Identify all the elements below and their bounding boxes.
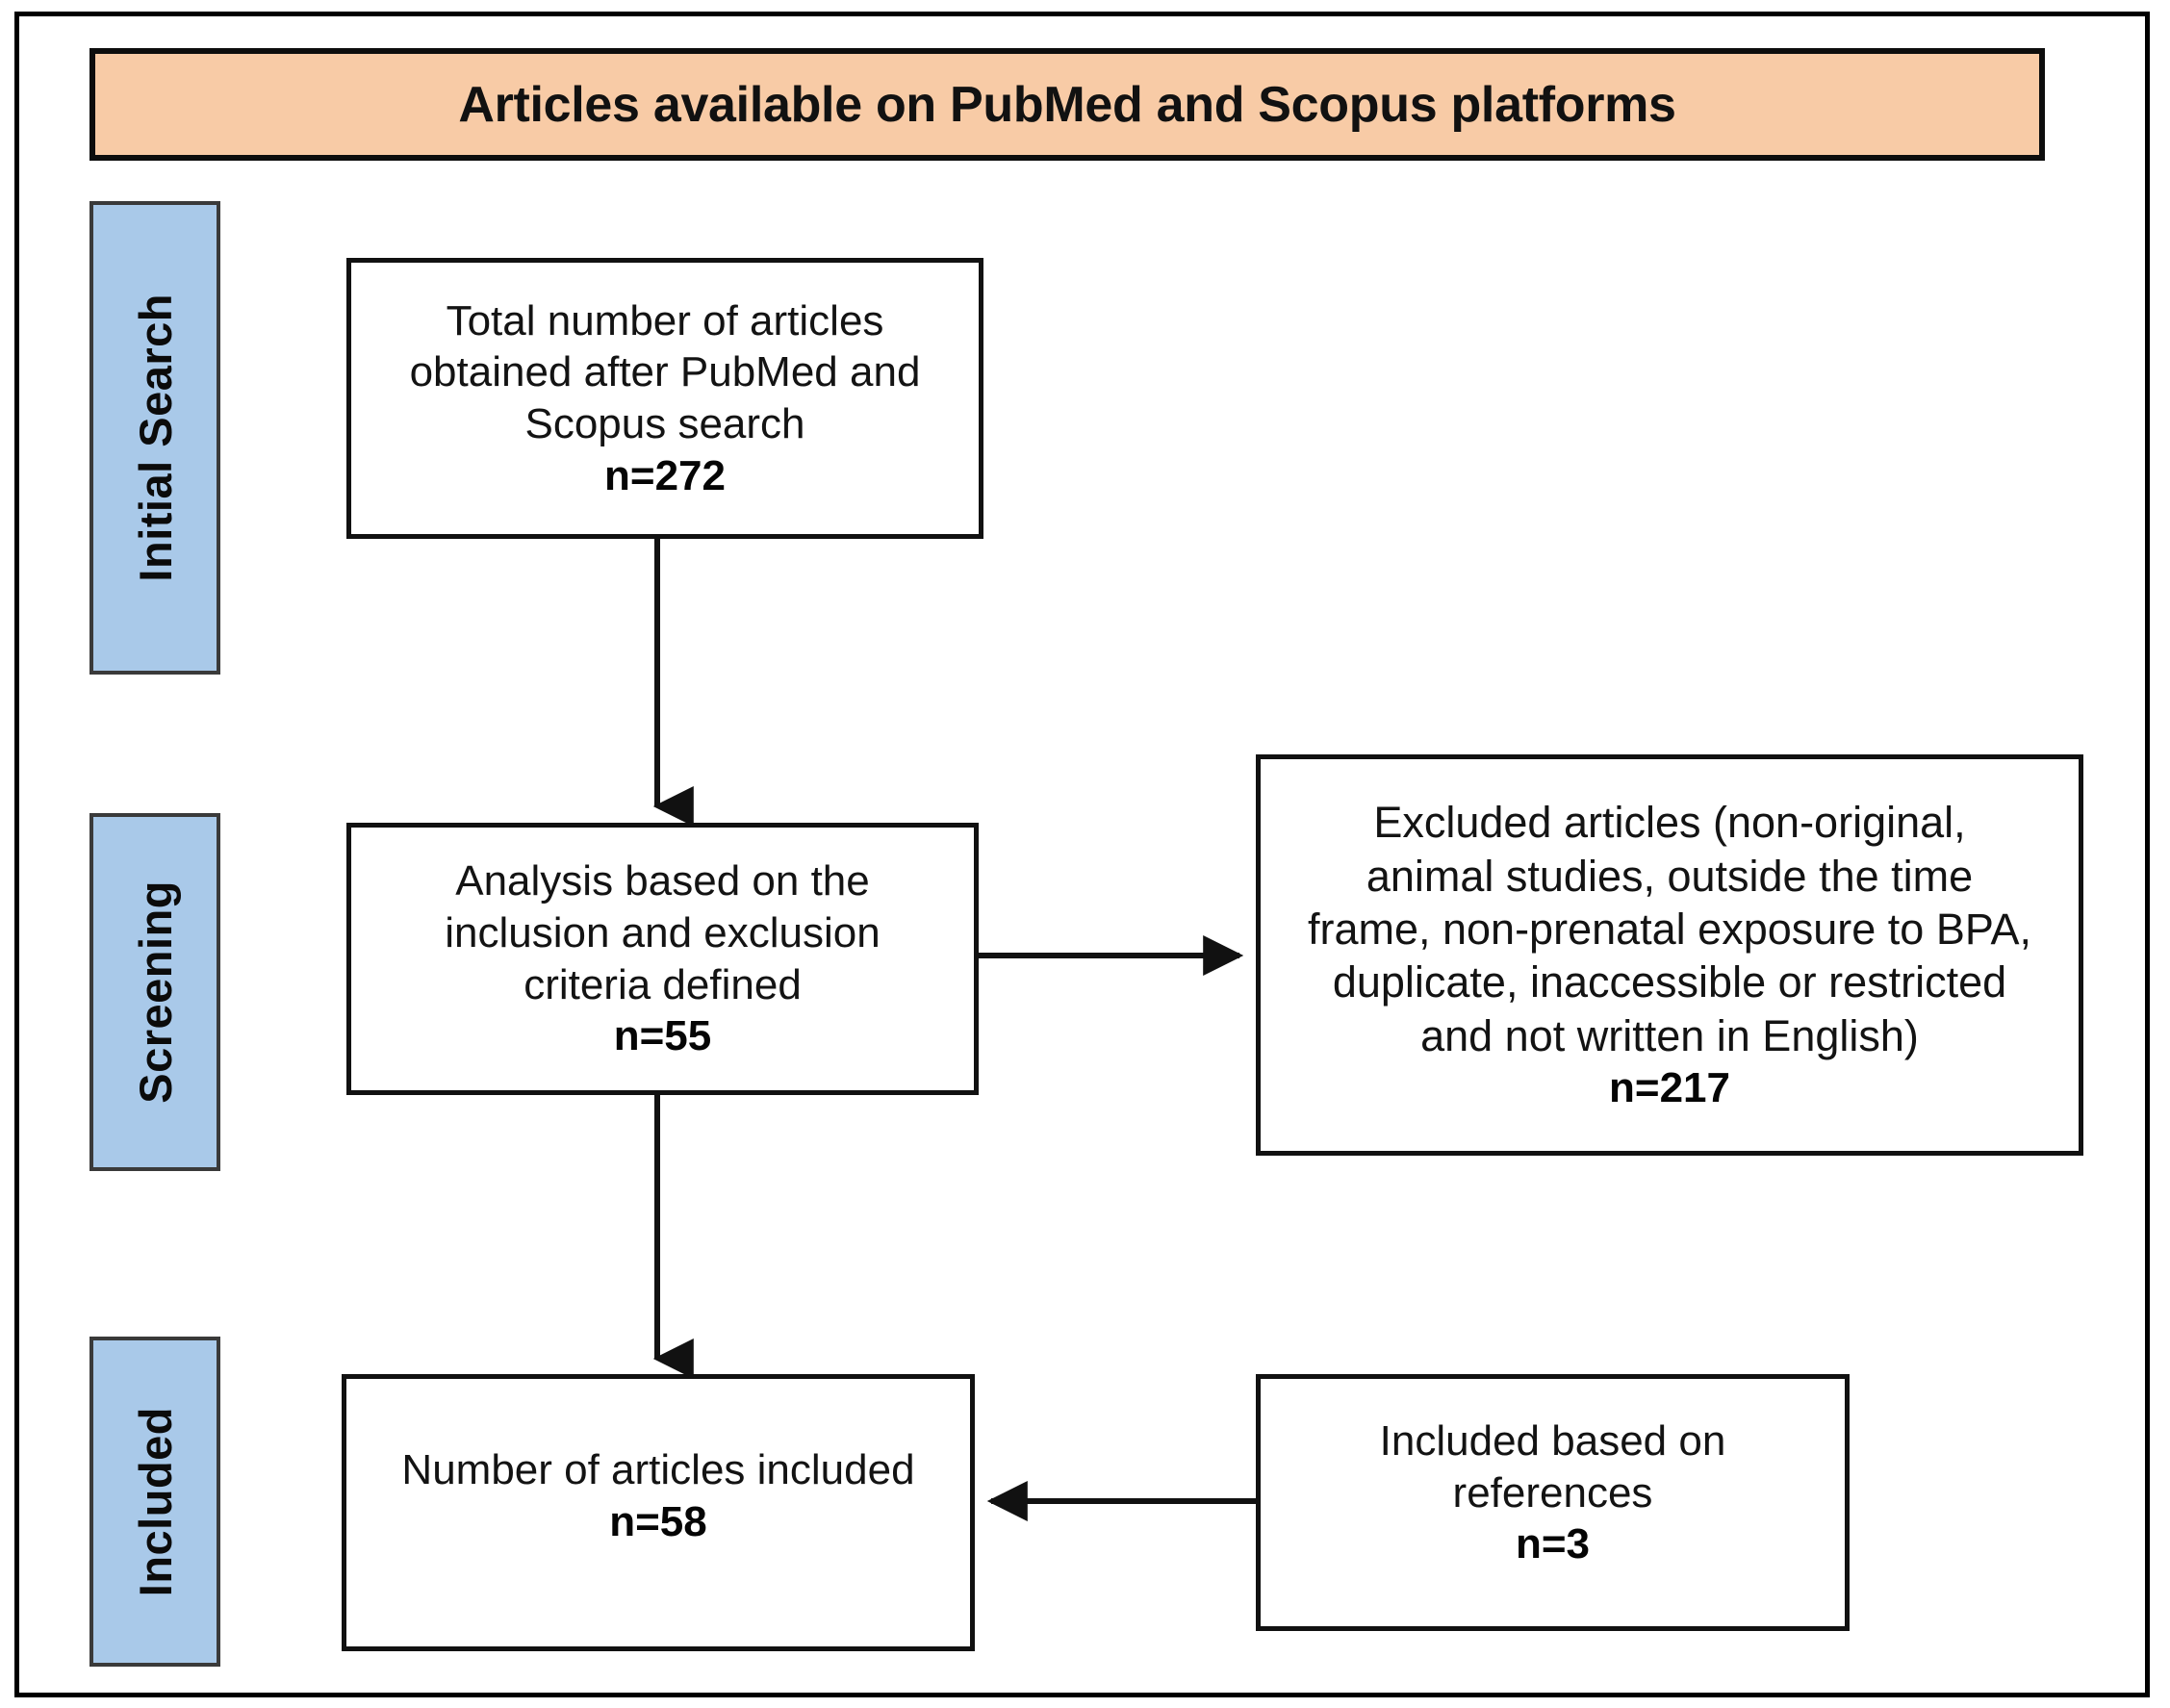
flow-box-excluded-articles: Excluded articles (non-original, animal … [1256, 754, 2083, 1156]
included-total-count: n=58 [609, 1497, 707, 1545]
included-refs-line-1: Included based on [1379, 1417, 1726, 1465]
flow-box-total-articles: Total number of articles obtained after … [346, 258, 983, 539]
analysis-line-2: inclusion and exclusion [445, 908, 881, 956]
analysis-count: n=55 [613, 1012, 712, 1060]
excluded-line-3: frame, non-prenatal exposure to BPA, [1307, 904, 2032, 954]
figure-outer-border [14, 12, 2150, 1697]
flow-box-included-total: Number of articles included n=58 [342, 1374, 975, 1651]
flow-box-included-references: Included based on references n=3 [1256, 1374, 1850, 1631]
included-total-line-1: Number of articles included [401, 1446, 915, 1493]
excluded-line-2: animal studies, outside the time [1366, 851, 1974, 901]
analysis-line-1: Analysis based on the [455, 857, 870, 905]
stage-label-included: Included [129, 1406, 181, 1597]
excluded-line-4: duplicate, inaccessible or restricted [1332, 957, 2007, 1007]
stage-tab-included: Included [89, 1337, 220, 1667]
total-articles-line-3: Scopus search [524, 400, 805, 447]
excluded-line-1: Excluded articles (non-original, [1373, 798, 1966, 848]
total-articles-line-1: Total number of articles [446, 296, 884, 344]
total-articles-count: n=272 [604, 451, 726, 499]
total-articles-line-2: obtained after PubMed and [409, 348, 921, 396]
stage-label-initial-search: Initial Search [129, 293, 181, 582]
included-refs-line-2: references [1452, 1468, 1653, 1517]
flow-box-analysis-criteria: Analysis based on the inclusion and excl… [346, 823, 979, 1095]
stage-label-screening: Screening [129, 880, 181, 1104]
stage-tab-screening: Screening [89, 813, 220, 1171]
excluded-line-5: and not written in English) [1420, 1010, 1919, 1060]
included-refs-count: n=3 [1515, 1520, 1591, 1568]
figure-header-banner: Articles available on PubMed and Scopus … [89, 48, 2045, 161]
excluded-count: n=217 [1609, 1064, 1730, 1112]
stage-tab-initial-search: Initial Search [89, 201, 220, 675]
analysis-line-3: criteria defined [523, 960, 802, 1008]
figure-title: Articles available on PubMed and Scopus … [458, 76, 1676, 133]
